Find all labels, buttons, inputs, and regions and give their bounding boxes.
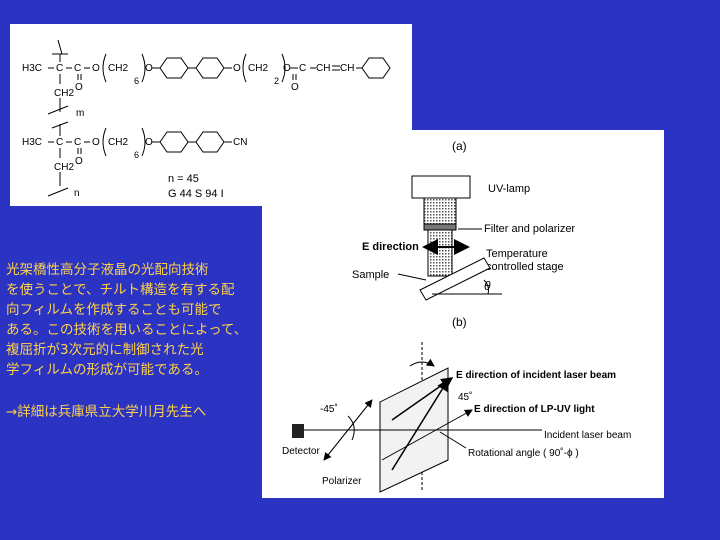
e-direction-label: E direction [362, 241, 419, 253]
temperature-label-1: Temperature [486, 248, 548, 260]
temperature-label-2: controlled stage [486, 261, 564, 273]
filter-label: Filter and polarizer [484, 223, 575, 235]
ester-c-bottom: C [74, 137, 81, 148]
setup-diagram: (a) UV-lamp Filter and polarizer E direc… [282, 139, 631, 493]
ester2-c-top: C [299, 63, 306, 74]
h3c-label-top: H3C [22, 63, 42, 74]
link-o-top: O [145, 63, 153, 74]
theta-label: θ [484, 279, 491, 293]
spacer-top: CH2 [108, 63, 128, 74]
angle-neg45-label: -45˚ [320, 403, 338, 415]
ester2-o-top: O [283, 63, 291, 74]
text-line-3: 向フィルムを作成することも可能で [6, 302, 222, 318]
text-line-6: 学フィルムの形成が可能である。 [6, 362, 208, 378]
m-subscript: m [76, 108, 84, 119]
text-line-4: ある。この技術を用いることによって、 [6, 322, 248, 338]
link-o-bottom: O [145, 137, 153, 148]
text-line-1: 光架橋性高分子液晶の光配向技術 [6, 262, 209, 278]
sample-label: Sample [352, 269, 389, 281]
c-center-top: C [56, 63, 63, 74]
figure-b-label: (b) [452, 315, 467, 329]
spacer-bottom: CH2 [108, 137, 128, 148]
phase-transition: G 44 S 94 I [168, 188, 224, 200]
carbonyl2-o-top: O [291, 82, 299, 93]
rotational-angle-label: Rotational angle ( 90˚-ϕ ) [468, 447, 579, 459]
detector-label: Detector [282, 446, 320, 457]
text-line-2: を使うことで、チルト構造を有する配 [6, 282, 235, 298]
backbone2-ch2: CH2 [54, 162, 74, 173]
e-incident-label: E direction of incident laser beam [456, 370, 616, 381]
rotation-arrow [409, 358, 435, 367]
uv-lamp-icon [411, 175, 471, 277]
uv-lamp-label: UV-lamp [488, 183, 530, 195]
polymer-structure-diagram: H3C C C O O CH2 6 O O CH2 2 O C O CH CH … [22, 39, 391, 200]
detail-note: →詳細は兵庫県立大学川月先生へ [6, 404, 207, 420]
h3c-label-bottom: H3C [22, 137, 42, 148]
detector-icon [292, 424, 304, 438]
link-o2-top: O [233, 63, 241, 74]
c-center-bottom: C [56, 137, 63, 148]
ester-o-top: O [92, 63, 100, 74]
chemical-structure-panel: H3C C C O O CH2 6 O O CH2 2 O C O CH CH … [10, 24, 412, 206]
n-value: n = 45 [168, 173, 199, 185]
spacer-n-bottom: 6 [134, 150, 139, 160]
carbonyl-o-top: O [75, 82, 83, 93]
text-line-5: 複屈折が3次元的に制御された光 [6, 342, 204, 358]
backbone-ch2: CH2 [54, 88, 74, 99]
e-lpuv-label: E direction of LP-UV light [474, 404, 595, 415]
experimental-setup-panel: (a) UV-lamp Filter and polarizer E direc… [262, 130, 664, 498]
polarizer-label: Polarizer [322, 476, 362, 487]
incident-beam-label: Incident laser beam [544, 430, 631, 441]
description-text: 光架橋性高分子液晶の光配向技術 を使うことで、チルト構造を有する配 向フィルムを… [6, 260, 266, 422]
ester-c-top: C [74, 63, 81, 74]
sample-stage [419, 257, 491, 301]
spacer-n-top: 6 [134, 76, 139, 86]
spacer2-n-top: 2 [274, 76, 279, 86]
ch1-top: CH [316, 63, 330, 74]
ch2-top: CH [340, 63, 354, 74]
figure-a-label: (a) [452, 139, 467, 153]
ester-o-bottom: O [92, 137, 100, 148]
n-subscript: n [74, 188, 80, 199]
carbonyl-o-bottom: O [75, 156, 83, 167]
angle-45-label: 45˚ [458, 391, 472, 403]
cn-group: CN [233, 137, 247, 148]
spacer2-top: CH2 [248, 63, 268, 74]
